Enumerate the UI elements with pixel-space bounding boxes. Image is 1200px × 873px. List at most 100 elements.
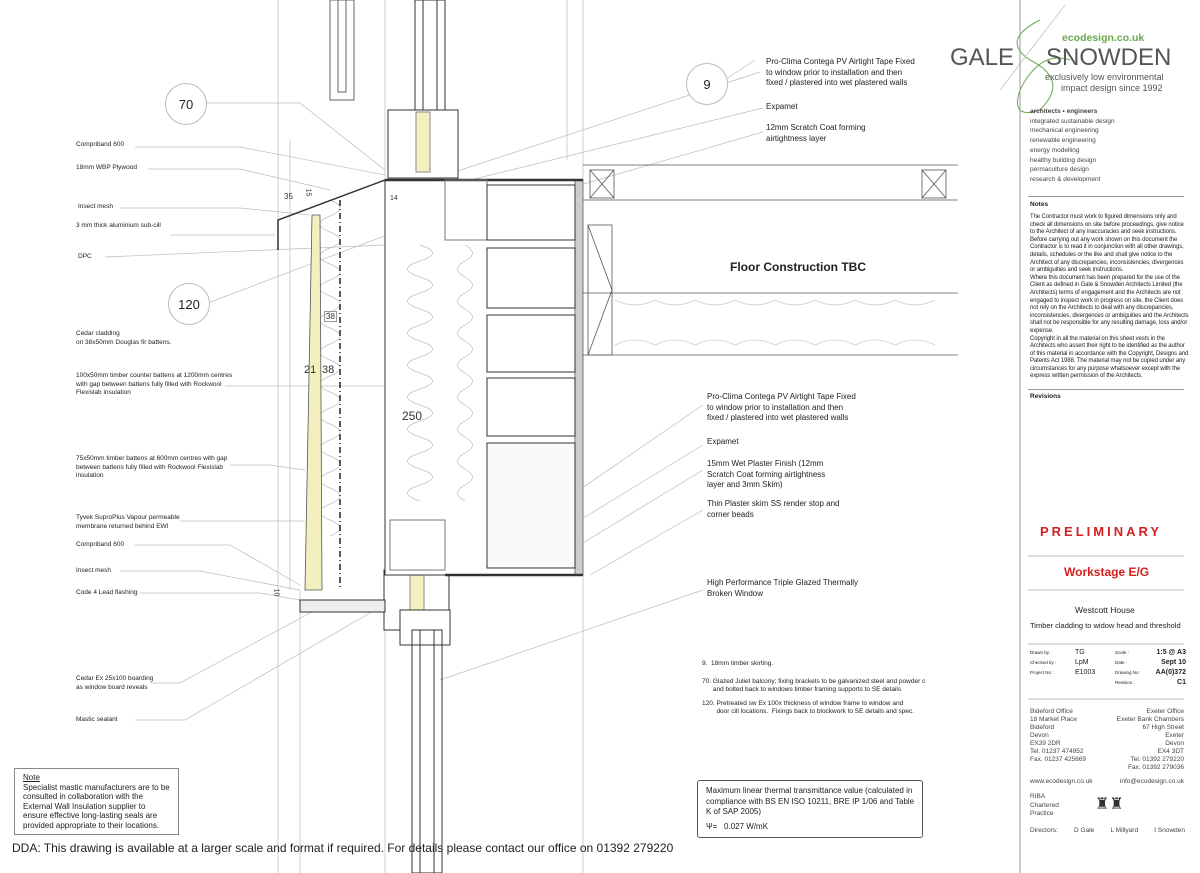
service: renewable engineering: [1030, 137, 1096, 145]
text: Tel. 01392 279220: [1130, 756, 1185, 763]
director: L Millyard: [1110, 827, 1139, 834]
text: Cedar Ex 25x100 boarding: [76, 675, 154, 682]
text: Insect mesh: [76, 567, 112, 574]
info-value: Sept 10: [1161, 659, 1186, 666]
service: research & development: [1030, 175, 1101, 183]
info-label: Scale :: [1115, 650, 1129, 655]
service: architects • engineers: [1030, 108, 1098, 115]
info-value: AA(0)372: [1155, 669, 1186, 676]
text: DPC: [78, 253, 92, 260]
text: Code 4 Lead flashing: [76, 589, 138, 596]
callout-9: 9: [686, 63, 728, 105]
label-insect-mesh-top: Insect mesh: [78, 203, 113, 212]
info-label: Date :: [1115, 660, 1128, 665]
text: Tyvek SuproPlus Vapour permeable: [76, 514, 180, 521]
dim-250: 250: [402, 409, 423, 423]
email-link[interactable]: info@ecodesign.co.uk: [1119, 778, 1184, 785]
text: Compriband 600: [76, 141, 125, 148]
text: High Performance Triple Glazed Thermally: [707, 578, 859, 587]
dda-statement: DDA: This drawing is available at a larg…: [12, 841, 674, 855]
service: permaculture design: [1030, 166, 1089, 174]
text: Insect mesh: [78, 203, 114, 210]
info-row: Drawn by : TG Scale : 1:5 @ A3: [1030, 648, 1186, 658]
text: Devon: [1165, 740, 1184, 747]
divider: [1028, 643, 1184, 645]
directors: Directors: D Gale L Millyard I Snowden: [1030, 826, 1185, 836]
text: EX39 2DR: [1030, 740, 1061, 747]
text: corner beads: [707, 509, 754, 519]
text: on 38x50mm Douglas fir battens.: [76, 338, 172, 346]
text: 67 High Street: [1142, 724, 1184, 731]
text: Exeter Bank Chambers: [1116, 716, 1184, 723]
text: Specialist mastic manufacturers are to b…: [23, 782, 170, 792]
key-note-70-cont: and bolted back to windows timber framin…: [702, 686, 902, 693]
info-label: Revision :: [1115, 680, 1135, 685]
text: compliance with BS EN ISO 10211, BRE IP …: [706, 796, 915, 806]
text: Devon: [1030, 732, 1049, 739]
text: Fax. 01392 279036: [1127, 764, 1184, 771]
text: Flexislab insulation: [76, 389, 131, 396]
text: membrane returned behind EWI: [76, 522, 169, 530]
text: Exeter Office: [1146, 708, 1184, 715]
text: Cedar cladding: [76, 330, 120, 337]
label-lead-flashing: Code 4 Lead flashing: [76, 589, 137, 598]
director: D Gale: [1074, 827, 1095, 834]
text: EX4 3DT: [1157, 748, 1184, 755]
info-value: TG: [1075, 649, 1085, 656]
service: integrated sustainable design: [1030, 117, 1115, 125]
info-label: Drawn by :: [1030, 650, 1052, 655]
text: Tel. 01237 474952: [1030, 748, 1084, 755]
divider: [1028, 589, 1184, 591]
info-value: 1:5 @ A3: [1156, 649, 1186, 656]
key-note-70: 70. Glazed Juliet balcony; fixing bracke…: [702, 678, 926, 685]
service: energy modelling: [1030, 146, 1080, 154]
label-expamet-top: Expamet: [766, 102, 798, 113]
label-battens: 75x50mm timber battens at 600mm centres …: [76, 455, 227, 481]
key-note-120: 120. Pretreated sw Ex 100x thickness of …: [702, 700, 904, 707]
text: fixed / plastered into wet plastered wal…: [707, 413, 849, 422]
label-proclima-top: Pro-Clima Contega PV Airtight Tape Fixed…: [766, 57, 915, 89]
label-compriband-bottom: Compriband 600: [76, 541, 124, 550]
label-plywood: 18mm WBP Plywood: [76, 164, 137, 173]
label-expamet-bottom: Expamet: [707, 437, 739, 448]
info-label: Project No :: [1030, 670, 1054, 675]
text: to window prior to installation and then: [707, 402, 844, 412]
dim-15: 15: [304, 188, 312, 197]
website-link[interactable]: www.ecodesign.co.uk: [1030, 778, 1093, 785]
dim-14: 14: [390, 195, 398, 202]
service: mechanical engineering: [1030, 127, 1099, 135]
dim-35: 35: [284, 192, 293, 201]
callout-70: 70: [165, 83, 207, 125]
logo-gale: GALE: [950, 44, 1015, 71]
text: as window board reveals: [76, 683, 148, 691]
notes-section: Notes The Contractor must work to figure…: [1028, 200, 1190, 402]
label-dpc: DPC: [78, 253, 92, 262]
text: 3 mm thick aluminium sub-cill: [76, 222, 161, 229]
text: provided appropriate to their locations.: [23, 820, 160, 830]
dim-21: 21: [304, 364, 317, 376]
text: airtightness layer: [766, 133, 827, 143]
service: healthy building design: [1030, 156, 1097, 164]
text: Bideford: [1030, 724, 1055, 731]
text: 18mm WBP Plywood: [76, 164, 137, 171]
key-note-120-cont: door cill locations. Fixings back to blo…: [702, 708, 915, 715]
project-name: Westcott House: [1075, 605, 1135, 615]
text: 100x50mm timber counter battens at 1200m…: [76, 372, 233, 379]
text: Practice: [1030, 810, 1054, 817]
text: Chartered: [1030, 801, 1059, 809]
psi-symbol: Ψ=: [706, 821, 718, 831]
divider: [1028, 698, 1184, 700]
info-value: C1: [1177, 679, 1186, 686]
key-notes: 9. 18mm timber skirting.70. Glazed Julie…: [702, 660, 925, 716]
text: with gap between battens fully filled wi…: [76, 380, 222, 388]
text: Maximum linear thermal transmittance val…: [706, 786, 913, 795]
label-insect-mesh-bottom: Insect mesh: [76, 567, 111, 576]
text: Pro-Clima Contega PV Airtight Tape Fixed: [766, 57, 915, 66]
